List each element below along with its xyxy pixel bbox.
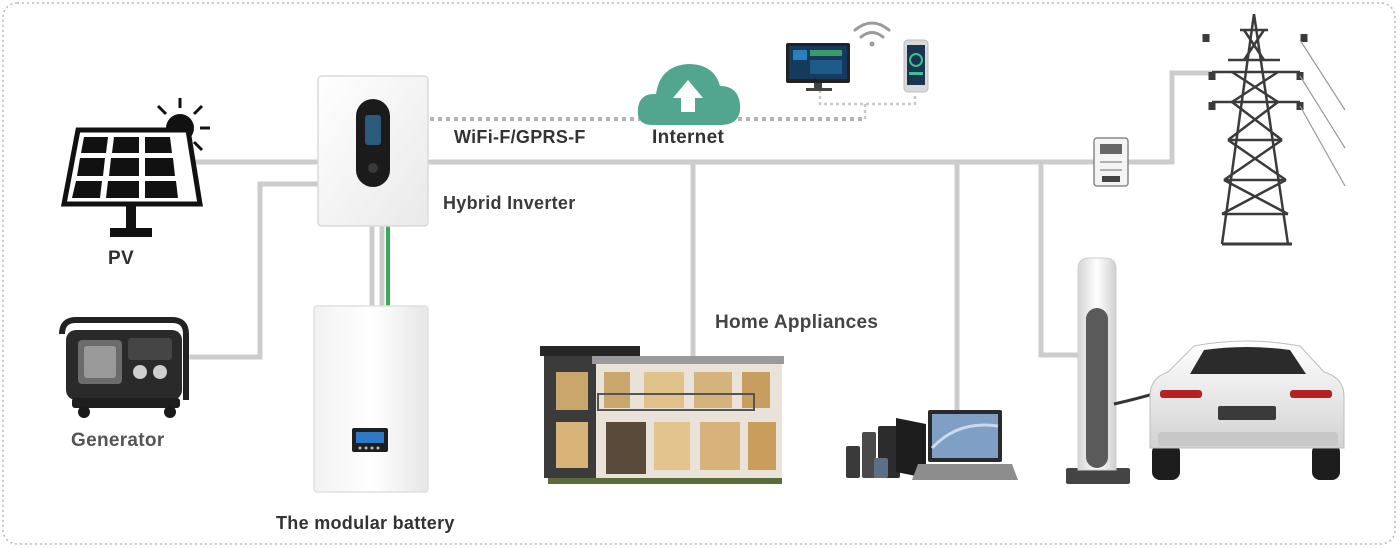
wifi-icon [853,21,891,47]
computer-devices-icon [846,410,1018,480]
car-icon [1149,340,1345,480]
comm-label: WiFi-F/GPRS-F [454,127,586,147]
home-appliances-label: Home Appliances [715,312,879,333]
generator-icon [59,317,189,418]
pv-label: PV [108,248,134,269]
cloud-upload-icon [637,64,741,125]
power-tower-icon [1202,13,1346,246]
meter-icon [1093,137,1129,187]
solar-panel-icon [60,127,203,237]
device-link [818,90,917,119]
charger-wire [1038,159,1083,358]
generator-label: Generator [71,430,165,451]
modular-battery-label: The modular battery [276,513,455,533]
phone-icon [903,39,929,93]
wiring [189,70,1213,413]
ev-charger-icon [1066,257,1161,484]
inverter-icon [317,75,429,227]
house-icon [540,346,784,484]
battery-icon [313,305,429,493]
monitor-icon [786,43,850,91]
generator-wire [189,181,325,360]
meter-grid-wire [1125,70,1213,165]
hybrid-inverter-label: Hybrid Inverter [443,193,576,213]
internet-label: Internet [652,127,725,148]
